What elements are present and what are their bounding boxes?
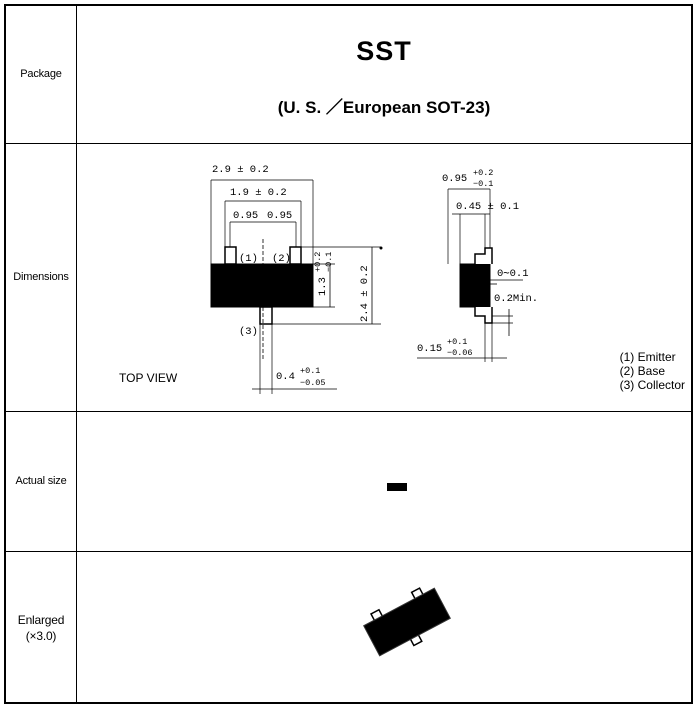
pin-2-label: (2) <box>272 253 291 265</box>
svg-text:1.3: 1.3 <box>317 277 329 296</box>
dimensions-content: 2.9 ± 0.2 1.9 ± 0.2 0.95 0.95 (1) (2) <box>77 144 691 411</box>
dim-pitch-right: 0.95 <box>267 210 292 222</box>
enlarged-row: Enlarged (×3.0) <box>6 551 691 704</box>
legend-emitter: (1) Emitter <box>619 350 676 364</box>
actual-size-row: Actual size <box>6 411 691 551</box>
dim-pitch-left: 0.95 <box>233 210 258 222</box>
enlarged-scale: (×3.0) <box>25 629 57 643</box>
package-label: Package <box>6 6 77 143</box>
legend-base: (2) Base <box>619 364 665 378</box>
dimensions-label: Dimensions <box>6 144 77 411</box>
actual-size-label: Actual size <box>6 412 77 551</box>
dim-height-body: 1.3 +0.2 −0.1 <box>313 252 334 296</box>
lead-2 <box>289 246 302 265</box>
body-rect <box>210 263 314 308</box>
pin-1-label: (1) <box>239 253 258 265</box>
svg-text:+0.2: +0.2 <box>473 168 493 178</box>
svg-text:−0.1: −0.1 <box>324 252 334 272</box>
side-view-drawing: 0.95 +0.2 −0.1 0.45 ± 0.1 0∼0.1 <box>417 168 538 362</box>
dim-lead-thickness: 0.15 +0.1 −0.06 <box>417 337 473 358</box>
dim-height-total: 2.4 ± 0.2 <box>359 265 371 322</box>
svg-text:0.4: 0.4 <box>276 371 295 383</box>
dim-lead-width: 0.4 +0.1 −0.05 <box>276 366 326 388</box>
svg-text:0.15: 0.15 <box>417 343 442 355</box>
svg-text:+0.2: +0.2 <box>313 252 323 272</box>
dim-side-width: 0.95 +0.2 −0.1 <box>442 168 493 189</box>
svg-text:+0.1: +0.1 <box>300 366 320 376</box>
dim-width-total: 2.9 ± 0.2 <box>212 164 269 176</box>
package-row: Package SST (U. S. ／European SOT-23) <box>6 6 691 143</box>
pin-legend: (1) Emitter (2) Base (3) Collector <box>620 350 685 392</box>
dimensions-row: Dimensions <box>6 143 691 411</box>
svg-text:−0.06: −0.06 <box>447 348 473 358</box>
top-view-label: TOP VIEW <box>119 371 178 385</box>
dim-lead-length: 0.2Min. <box>494 293 538 305</box>
top-view-drawing: 2.9 ± 0.2 1.9 ± 0.2 0.95 0.95 (1) (2) <box>210 164 383 394</box>
svg-text:−0.05: −0.05 <box>300 378 326 388</box>
legend-collector: (3) Collector <box>619 378 685 392</box>
package-subtitle: (U. S. ／European SOT-23) <box>277 98 491 117</box>
dimension-drawing: 2.9 ± 0.2 1.9 ± 0.2 0.95 0.95 (1) (2) <box>210 164 538 394</box>
svg-text:+0.1: +0.1 <box>447 337 467 347</box>
side-lead-bottom <box>474 307 493 324</box>
dim-standoff: 0∼0.1 <box>497 268 529 280</box>
package-content: SST (U. S. ／European SOT-23) <box>77 6 691 143</box>
lead-1 <box>224 246 237 265</box>
dim-lead-span: 1.9 ± 0.2 <box>230 187 287 199</box>
svg-text:−0.1: −0.1 <box>473 179 493 189</box>
actual-size-chip <box>387 483 407 491</box>
actual-size-content <box>77 412 691 551</box>
svg-text:0.95: 0.95 <box>442 173 467 185</box>
package-name: SST <box>356 36 412 66</box>
pin-3-label: (3) <box>239 326 258 338</box>
enlarged-content <box>77 552 691 704</box>
side-body-rect <box>459 263 491 308</box>
dim-side-lead: 0.45 ± 0.1 <box>456 201 519 213</box>
package-spec-sheet: Package SST (U. S. ／European SOT-23) Dim… <box>4 4 693 704</box>
lead-3 <box>259 306 273 325</box>
side-lead-top <box>474 247 493 264</box>
enlarged-chip-image <box>363 587 451 657</box>
enlarged-label-cell: Enlarged (×3.0) <box>6 552 77 704</box>
enlarged-label: Enlarged <box>17 612 65 627</box>
